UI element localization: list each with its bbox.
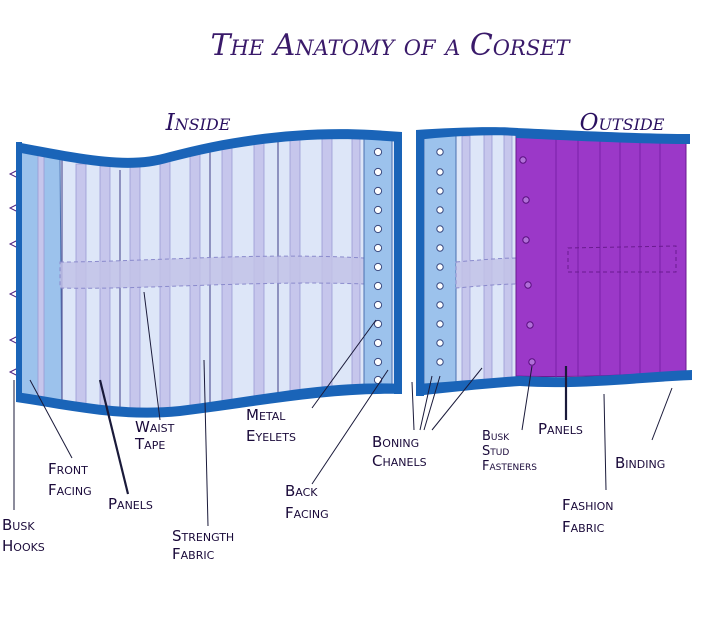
label-metal-eyelets: Metal Eyelets (246, 406, 296, 445)
binding-left-outside (416, 130, 424, 396)
label-waist-tape: Waist Tape (134, 418, 179, 453)
outside-corset (416, 127, 692, 396)
label-strength-fabric: Strength Fabric (172, 527, 239, 563)
inside-corset (8, 129, 402, 418)
label-busk-stud-fasteners: Busk Stud Fasteners (482, 429, 537, 474)
binding-left-inside (16, 142, 22, 402)
busk-stud-icon (519, 156, 536, 366)
label-panels-outside: Panels (538, 420, 583, 438)
outside-eyelets-icon (436, 148, 444, 366)
outside-panel-seams (555, 138, 661, 378)
binding-top-inside (16, 129, 402, 168)
label-back-facing: Back Facing (285, 482, 329, 522)
diagram-title: The Anatomy of a Corset (210, 28, 571, 63)
binding-top-fashion (516, 128, 690, 144)
binding-bottom-outside (416, 370, 692, 396)
inside-heading: Inside (165, 110, 231, 136)
outside-waist-tape (455, 257, 519, 289)
leader-lines (13, 291, 673, 527)
binding-bottom-inside (16, 383, 402, 418)
outside-boning-channels (461, 133, 513, 383)
binding-top-outside (416, 127, 518, 140)
metal-eyelets-icon (373, 147, 383, 385)
label-binding: Binding (615, 454, 665, 472)
labels: Busk Hooks Front Facing Panels Waist Tap… (2, 406, 665, 563)
label-busk-hooks: Busk Hooks (2, 516, 45, 555)
outside-waist-line (567, 245, 677, 273)
binding-right-inside (394, 132, 402, 394)
label-front-facing: Front Facing (48, 460, 93, 499)
label-boning-channels: Boning Chanels (372, 433, 427, 470)
label-fashion-fabric: Fashion Fabric (562, 496, 618, 536)
label-panels-inside: Panels (108, 495, 153, 513)
